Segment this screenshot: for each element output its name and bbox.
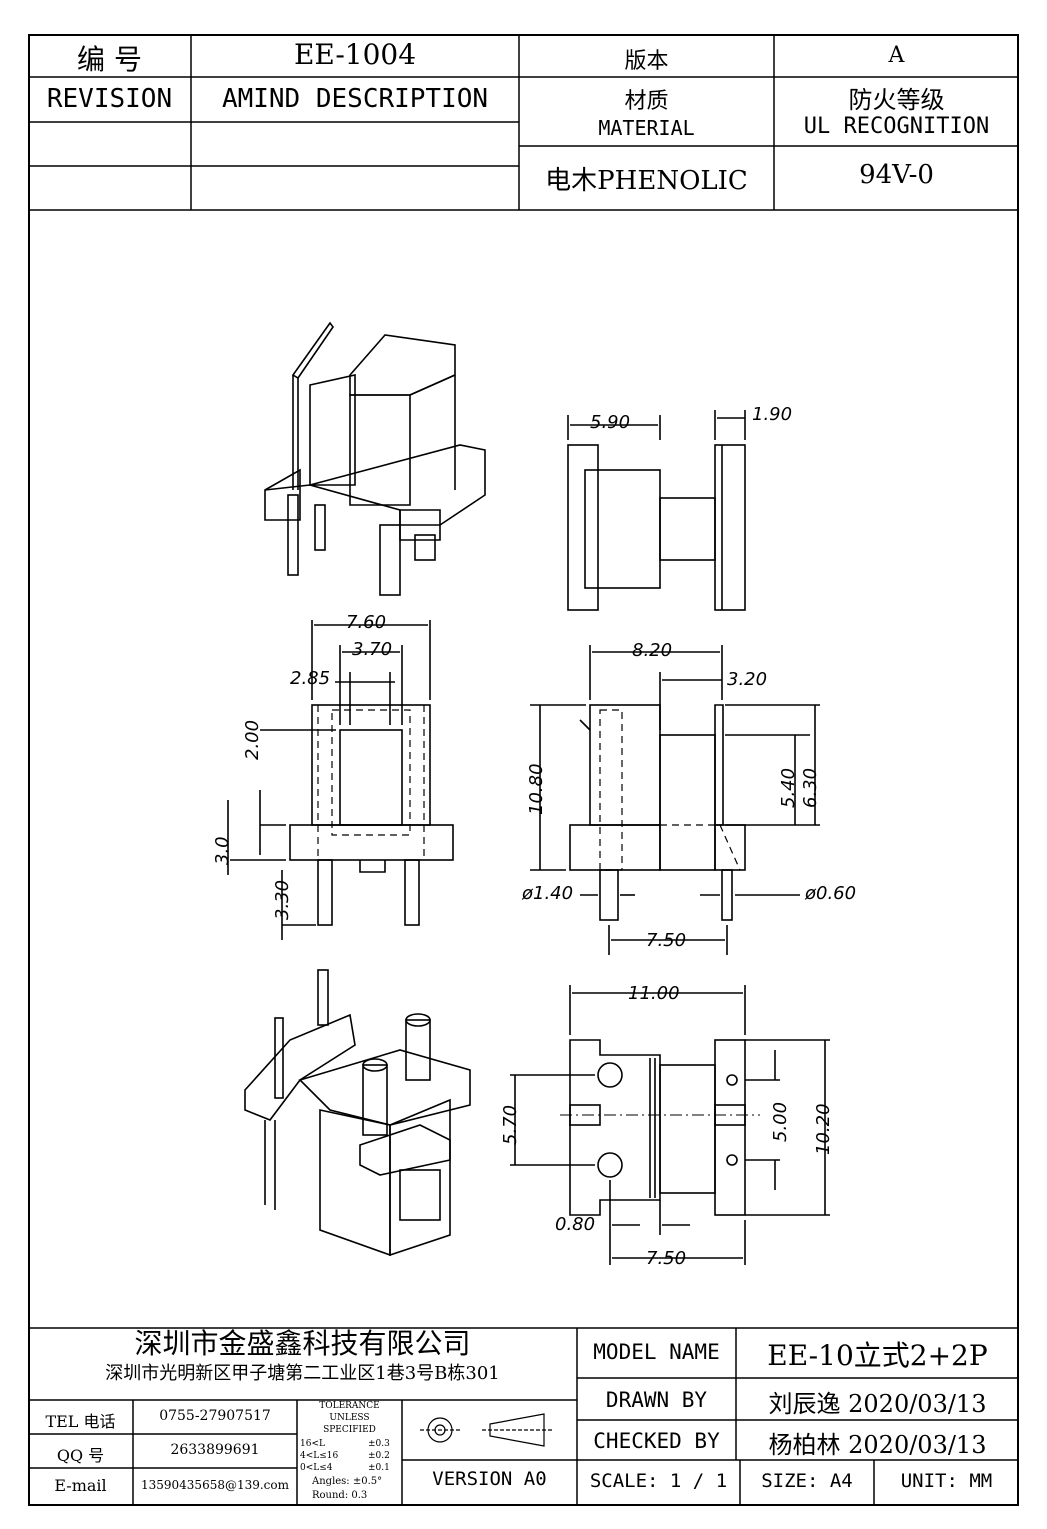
scale-text: SCALE: 1 / 1: [589, 1470, 728, 1492]
tolerance-row1-value: ±0.3: [368, 1439, 390, 1449]
version-code: VERSION A0: [432, 1468, 547, 1490]
dim-front-inner: 3.70: [352, 639, 393, 660]
dim-side-flange: 3.20: [727, 669, 768, 690]
tolerance-row3-value: ±0.1: [368, 1463, 390, 1473]
dim-bottom-gap: 0.80: [555, 1214, 596, 1235]
tel-value: 0755-27907517: [159, 1408, 271, 1424]
fire-label-cn: 防火等级: [848, 86, 945, 114]
version-value: A: [888, 43, 905, 68]
dim-front-h1: 2.00: [242, 719, 263, 760]
dim-side-h1: 5.40: [778, 767, 799, 808]
dim-top-a: 5.90: [590, 412, 631, 433]
dim-front-offset: 2.85: [290, 668, 331, 689]
dim-front-h2: 3.0: [212, 836, 233, 865]
tolerance-row3-range: 0<L≤4: [300, 1463, 333, 1473]
tolerance-row1-range: 16<L: [300, 1439, 325, 1449]
drawing-frame: [28, 34, 1019, 1506]
number-label: 编 号: [77, 43, 142, 76]
checked-value: 杨柏林 2020/03/13: [768, 1431, 987, 1459]
tolerance-title3: SPECIFIED: [323, 1425, 376, 1435]
qq-value: 2633899691: [170, 1442, 260, 1458]
dim-bottom-h2: 5.00: [770, 1101, 791, 1142]
tel-label: TEL 电话: [45, 1412, 116, 1431]
email-value: 13590435658@139.com: [140, 1478, 290, 1492]
fire-label-en: UL RECOGNITION: [803, 114, 990, 139]
iso-view-bottom: [244, 969, 471, 1257]
top-view: [567, 410, 746, 611]
iso-view-top: [264, 321, 486, 596]
revision-label: REVISION: [46, 84, 173, 114]
projection-symbol-icon: [420, 1413, 552, 1447]
dim-side-height: 10.80: [526, 763, 547, 815]
material-label-en: MATERIAL: [598, 116, 695, 140]
dim-bottom-h3: 10.20: [813, 1103, 834, 1155]
material-label-cn: 材质: [624, 89, 669, 114]
drawn-label: DRAWN BY: [605, 1388, 708, 1412]
bottom-view: [510, 985, 830, 1265]
drawn-value: 刘辰逸 2020/03/13: [768, 1390, 987, 1418]
dim-bottom-h1: 5.70: [500, 1104, 521, 1145]
checked-label: CHECKED BY: [593, 1429, 720, 1453]
model-value: EE-10立式2+2P: [767, 1339, 988, 1372]
material-value: 电木PHENOLIC: [545, 166, 748, 196]
tolerance-row2-value: ±0.2: [368, 1451, 390, 1461]
amend-label: AMIND DESCRIPTION: [221, 84, 489, 114]
dim-front-width: 7.60: [346, 612, 387, 633]
tolerance-round: Round: 0.3: [312, 1490, 368, 1501]
email-label: E-mail: [54, 1476, 107, 1495]
tolerance-title1: TOLERANCE: [319, 1401, 380, 1411]
tolerance-row2-range: 4<L≤16: [300, 1451, 339, 1461]
dim-front-h3: 3.30: [272, 879, 293, 920]
side-view: [530, 645, 820, 955]
number-value: EE-1004: [293, 38, 417, 71]
fire-value: 94V-0: [859, 160, 934, 190]
dim-side-h2: 6.30: [800, 767, 821, 808]
dim-side-width: 8.20: [632, 640, 673, 661]
tolerance-angles: Angles: ±0.5°: [312, 1476, 383, 1487]
dim-bottom-width: 11.00: [628, 983, 680, 1004]
dim-bottom-pitch: 7.50: [646, 1248, 687, 1269]
dim-side-pitch: 7.50: [646, 930, 687, 951]
dim-side-pin-small: ø0.60: [805, 883, 857, 904]
front-view: [227, 620, 454, 940]
model-label: MODEL NAME: [593, 1340, 720, 1364]
size-text: SIZE: A4: [761, 1470, 853, 1492]
tolerance-title2: UNLESS: [329, 1413, 370, 1423]
company-name: 深圳市金盛鑫科技有限公司: [134, 1327, 471, 1360]
company-address: 深圳市光明新区甲子塘第二工业区1巷3号B栋301: [105, 1363, 500, 1384]
version-label: 版本: [624, 49, 669, 74]
qq-label: QQ 号: [56, 1446, 105, 1465]
dim-side-pin-big: ø1.40: [522, 883, 574, 904]
unit-text: UNIT: MM: [900, 1470, 993, 1492]
dim-top-b: 1.90: [752, 404, 793, 425]
